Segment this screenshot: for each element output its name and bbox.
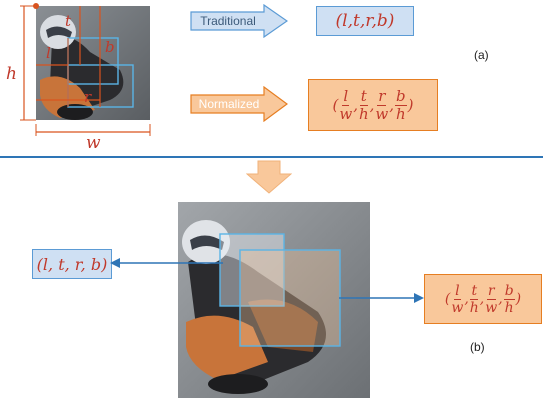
comma: ,: [369, 96, 375, 114]
right-connector-arrow: [339, 293, 424, 303]
bike-b-tank: [248, 299, 318, 352]
fraction-numerator: r: [377, 86, 387, 106]
label-h: h: [6, 64, 17, 84]
fraction-denominator: h: [469, 299, 479, 316]
bike-b-orange: [186, 315, 268, 380]
fraction-numerator: b: [395, 86, 407, 106]
paren-open: (: [332, 96, 339, 114]
traditional-arrow: Traditional: [190, 4, 288, 38]
normalized-label: Normalized: [198, 97, 260, 111]
fraction-denominator: w: [485, 299, 498, 316]
fraction-denominator: w: [339, 104, 353, 123]
fraction-numerator: t: [470, 282, 479, 300]
label-b: b: [105, 38, 115, 56]
paren-close: ): [515, 291, 522, 307]
comma: ,: [498, 291, 503, 307]
section-divider: [0, 156, 543, 158]
comma: ,: [464, 291, 469, 307]
fraction-denominator: h: [358, 104, 369, 123]
down-arrow: [246, 160, 292, 194]
helmet-visor: [46, 26, 72, 38]
fraction-numerator: l: [454, 282, 461, 300]
comma: ,: [479, 291, 485, 307]
label-t: t: [65, 12, 72, 30]
overlay-box-large: [239, 249, 341, 347]
label-w: w: [86, 133, 101, 153]
fraction-denominator: h: [396, 104, 406, 123]
label-r: r: [84, 88, 92, 106]
bike-wheel: [57, 104, 93, 120]
fraction-numerator: r: [486, 282, 496, 300]
comma: ,: [353, 96, 358, 114]
bottom-left-formula-box: (l, t, r, b): [32, 249, 112, 279]
helmet-b-visor: [190, 235, 224, 250]
top-photo: [20, 3, 151, 136]
left-connector-arrow: [110, 258, 223, 268]
normalized-arrow: Normalized: [190, 86, 288, 122]
fraction-denominator: h: [504, 299, 514, 316]
label-l: l: [46, 44, 51, 62]
fraction-numerator: l: [342, 86, 350, 106]
bike-b-wheel: [208, 374, 268, 394]
fraction-denominator: w: [451, 299, 464, 316]
traditional-label: Traditional: [200, 14, 256, 28]
fraction-denominator: w: [375, 104, 389, 123]
bottom-photo: [178, 202, 370, 398]
overlay-box-small: [219, 233, 285, 307]
paren-open: (: [444, 291, 451, 307]
fraction-numerator: b: [503, 282, 515, 300]
traditional-formula: (l,t,r,b): [335, 11, 395, 31]
fraction-numerator: t: [359, 86, 368, 106]
paren-close: ): [407, 96, 414, 114]
comma: ,: [389, 96, 395, 114]
bottom-left-formula: (l, t, r, b): [36, 254, 108, 274]
corner-dot: [33, 3, 39, 9]
traditional-formula-box: (l,t,r,b): [316, 6, 414, 36]
panel-tag-b: (b): [470, 340, 485, 354]
panel-tag-a: (a): [474, 48, 489, 62]
